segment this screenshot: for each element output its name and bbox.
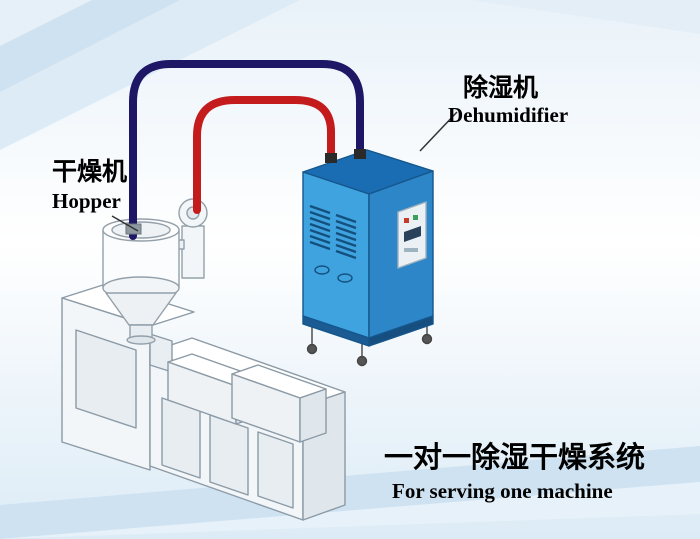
pipe-port-right	[354, 149, 366, 159]
leader-lines	[111, 111, 458, 232]
hopper-label-cn: 干燥机	[52, 157, 128, 186]
vent-slats	[309, 204, 357, 260]
dehumidifier-label-en: Dehumidifier	[448, 103, 569, 127]
control-panel	[397, 201, 427, 269]
caption-cn: 一对一除湿干燥系统	[384, 440, 646, 474]
dehumidifier-leader-line	[419, 111, 458, 152]
dehumidifier-label-cn: 除湿机	[463, 73, 539, 102]
hopper-leader-line	[111, 215, 139, 232]
extruder-machine	[61, 283, 346, 521]
caption-en: For serving one machine	[392, 479, 613, 503]
dehumidifier-cabinet	[302, 149, 434, 367]
front-indicator-oval-2	[337, 273, 353, 283]
hopper-label-en: Hopper	[52, 189, 121, 213]
pipe-port-left	[325, 153, 337, 163]
front-indicator-oval-1	[314, 265, 330, 275]
supply-pipe-red	[193, 96, 335, 214]
return-pipe-navy	[129, 60, 364, 240]
